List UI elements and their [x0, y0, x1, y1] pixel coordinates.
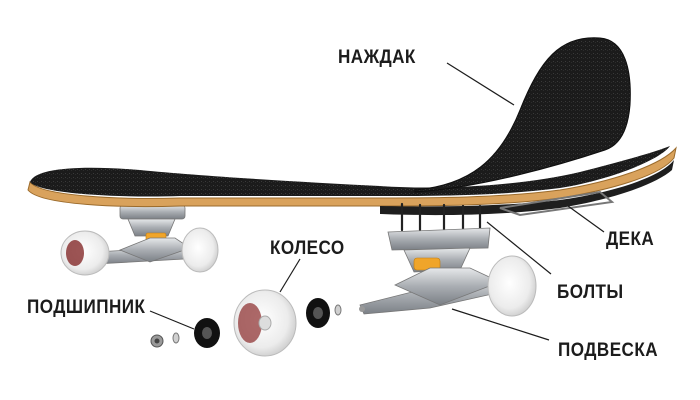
- label-truck: ПОДВЕСКА: [558, 340, 659, 361]
- front-truck-baseplate: [387, 227, 491, 251]
- label-bearing: ПОДШИПНИК: [27, 297, 146, 318]
- label-grip-tape: НАЖДАК: [338, 47, 416, 68]
- axle-end: [359, 306, 365, 312]
- deck: [27, 146, 677, 217]
- rear-truck-kingpin-housing: [127, 218, 176, 237]
- deck-grip-top: [30, 146, 670, 197]
- leader-wheel: [279, 258, 301, 293]
- speed-washer: [172, 332, 180, 344]
- exploded-parts: [150, 289, 342, 357]
- label-deck: ДЕКА: [606, 229, 655, 250]
- leader-lines: [149, 62, 605, 341]
- label-wheel: КОЛЕСО: [270, 238, 345, 259]
- rear-truck: [60, 204, 219, 276]
- deck-bottom-graphic: [499, 190, 615, 217]
- exploded-wheel-graphic: [238, 303, 262, 343]
- leader-deck: [567, 205, 605, 233]
- leader-grip: [446, 62, 515, 106]
- front-truck-hanger-body: [394, 267, 502, 306]
- rear-right-wheel: [181, 227, 219, 273]
- rear-truck-baseplate: [119, 204, 186, 220]
- leader-truck: [451, 308, 550, 341]
- leader-bearing: [149, 310, 195, 330]
- deck-wood-edge: [27, 146, 677, 208]
- label-bolts: БОЛТЫ: [557, 282, 624, 303]
- rear-left-wheel-graphic: [66, 240, 84, 266]
- grip-tape-sheet: [414, 37, 631, 193]
- front-wheel: [487, 255, 537, 317]
- speed-washer: [334, 304, 342, 316]
- leader-bolts: [486, 221, 552, 275]
- bolts: [400, 202, 482, 232]
- front-truck: [359, 227, 537, 317]
